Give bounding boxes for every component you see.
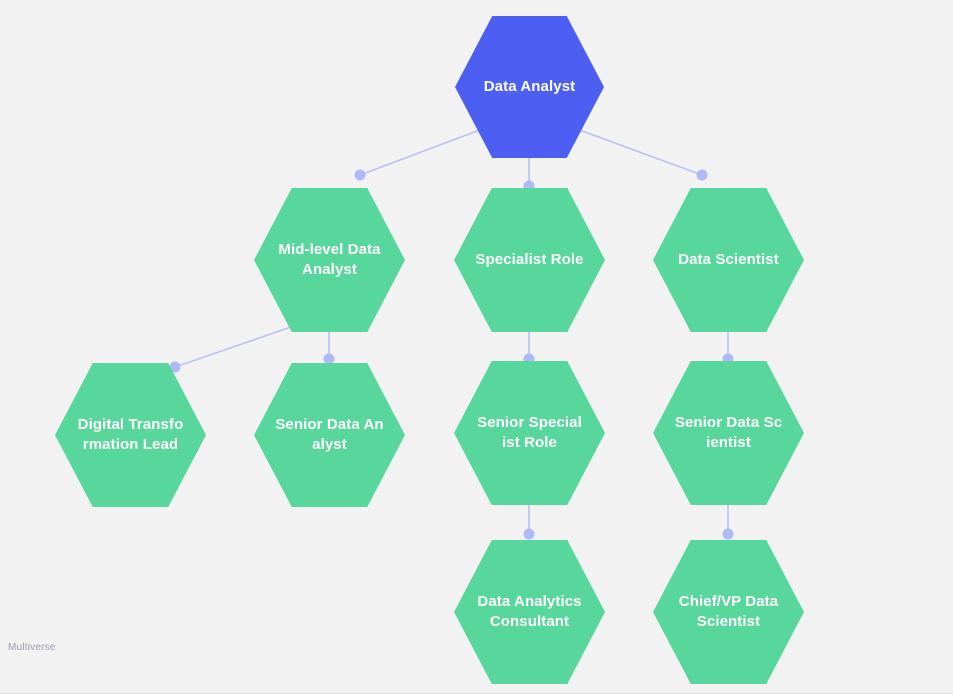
hex-node-label: Data Analyst [483, 78, 576, 96]
edge-endpoint-dot [696, 169, 708, 181]
edge-endpoint-dot [722, 528, 734, 540]
edge-line [565, 124, 703, 176]
hex-node-label: Senior Specialist Role [477, 414, 582, 451]
edge-line [174, 326, 292, 368]
hex-node-chief-vp-data-scientist[interactable]: Chief/VP Data Scientist [653, 540, 804, 684]
watermark-label: Multiverse [8, 642, 56, 653]
edge-endpoint-dot [354, 169, 366, 181]
hex-node-senior-specialist-role[interactable]: Senior Specialist Role [454, 361, 605, 505]
hex-node-data-scientist[interactable]: Data Scientist [653, 188, 804, 332]
edge-endpoint-dot [323, 353, 335, 365]
hex-node-label: Digital Transformation Lead [77, 416, 184, 453]
hex-node-label: Data Scientist [678, 251, 779, 269]
hex-node-label: Senior Data Scientist [674, 414, 783, 451]
hex-node-label: Data Analytics Consultant [477, 593, 582, 630]
hex-node-label: Senior Data Analyst [275, 416, 384, 453]
hex-node-label: Specialist Role [475, 251, 584, 269]
edge-endpoint-dot [523, 528, 535, 540]
hex-node-data-analyst[interactable]: Data Analyst [455, 16, 604, 158]
hex-node-specialist-role[interactable]: Specialist Role [454, 188, 605, 332]
edge-line [359, 124, 494, 176]
hex-node-label: Chief/VP Data Scientist [678, 593, 779, 630]
hex-node-digital-transformation-lead[interactable]: Digital Transformation Lead [55, 363, 206, 507]
hex-node-senior-data-scientist[interactable]: Senior Data Scientist [653, 361, 804, 505]
hex-node-data-analytics-consultant[interactable]: Data Analytics Consultant [454, 540, 605, 684]
hex-node-senior-data-analyst[interactable]: Senior Data Analyst [254, 363, 405, 507]
hex-node-mid-level-data-analyst[interactable]: Mid-level Data Analyst [254, 188, 405, 332]
hex-node-label: Mid-level Data Analyst [278, 241, 381, 278]
